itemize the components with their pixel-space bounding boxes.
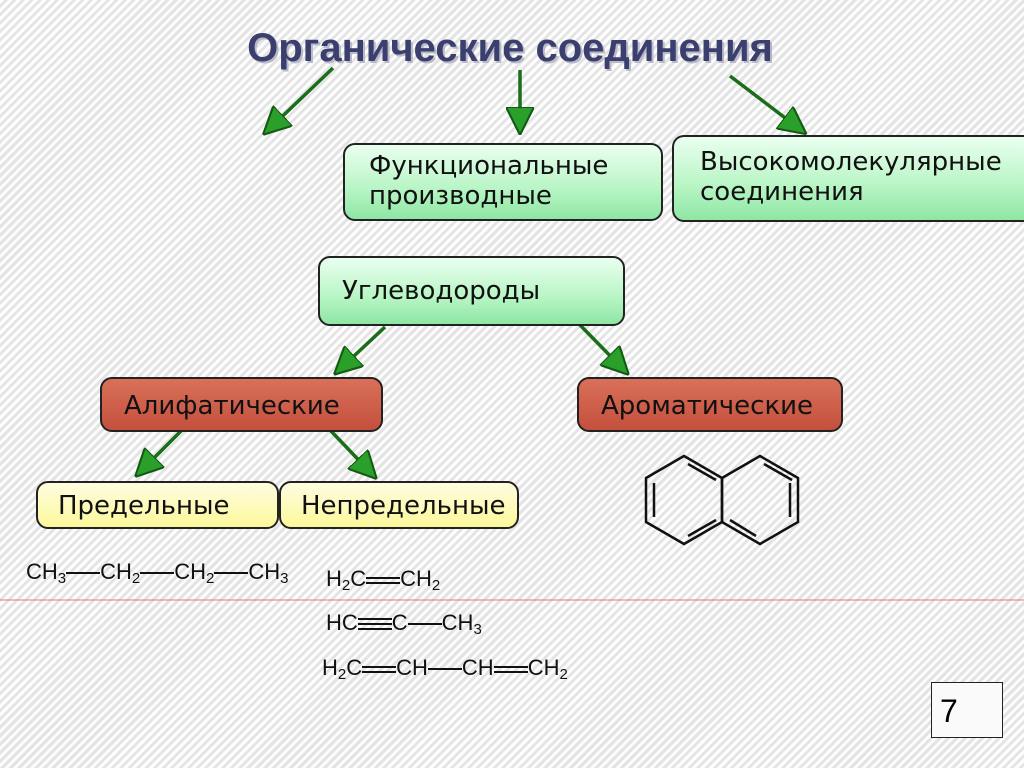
propyne-formula: HC C CH3 <box>326 610 482 638</box>
single-bond <box>214 566 249 580</box>
formula-subscript: 2 <box>206 570 215 587</box>
formula-subscript: 2 <box>131 570 141 587</box>
formula-subscript: 3 <box>473 621 482 638</box>
functional-label-line2: производные <box>369 181 552 211</box>
formula-atom: C <box>346 655 363 680</box>
macro-label-line1: Высокомолекулярные <box>700 147 1002 177</box>
arrow-to-macro <box>728 74 801 130</box>
single-bond <box>66 566 101 580</box>
hydrocarbons-box: Углеводороды <box>318 256 625 326</box>
single-bond <box>140 566 175 580</box>
double-bond <box>366 573 401 587</box>
double-bond <box>493 662 528 676</box>
triple-bond <box>357 617 392 631</box>
formula-subscript: 2 <box>337 666 347 683</box>
arrow-to-aromatic <box>578 323 624 370</box>
formula-atom: CH <box>527 655 560 680</box>
page-number: 7 <box>931 682 1003 738</box>
formula-atom: CH <box>400 566 432 591</box>
formula-atom: CH <box>248 559 281 584</box>
hydrocarbons-label: Углеводороды <box>342 276 541 306</box>
aliphatic-box: Алифатические <box>100 377 383 432</box>
formula-atom: C <box>391 610 408 635</box>
double-bond <box>362 662 397 676</box>
aromatic-box: Ароматические <box>577 377 843 432</box>
formula-atom: CH <box>441 610 474 635</box>
arrow-to-saturated <box>140 428 184 472</box>
formula-atom: H <box>322 655 338 680</box>
formula-subscript: 3 <box>57 570 67 587</box>
saturated-label: Предельные <box>58 491 230 521</box>
arrow-to-unsaturated <box>328 428 372 474</box>
formula-atom: CH <box>461 655 494 680</box>
saturated-box: Предельные <box>36 481 279 529</box>
single-bond <box>427 662 462 676</box>
formula-subscript: 2 <box>341 577 351 594</box>
formula-subscript: 2 <box>431 577 441 594</box>
formula-atom: CH <box>100 559 132 584</box>
formula-atom: HC <box>326 610 358 635</box>
aromatic-label: Ароматические <box>601 391 814 421</box>
functional-derivatives-box: Функциональные производные <box>343 143 663 221</box>
formula-atom: C <box>350 566 367 591</box>
unsaturated-box: Непредельные <box>279 481 519 529</box>
functional-label-line1: Функциональные <box>369 151 609 181</box>
slide-title: Органические соединения <box>247 26 773 70</box>
unsaturated-label: Непредельные <box>301 491 506 521</box>
aliphatic-label: Алифатические <box>124 391 340 421</box>
macromolecular-box: Высокомолекулярные соединения <box>672 135 1024 222</box>
formula-atom: CH <box>174 559 207 584</box>
formula-subscript: 3 <box>280 570 289 587</box>
formula-atom: CH <box>396 655 428 680</box>
single-bond <box>407 617 442 631</box>
macro-label-line2: соединения <box>700 177 864 207</box>
arrow-to-aliphatic <box>339 325 387 370</box>
formula-atom: CH <box>26 559 58 584</box>
arrow-to-left-branch <box>268 66 335 130</box>
formula-subscript: 2 <box>559 666 568 683</box>
naphthalene-structure <box>644 454 800 546</box>
formula-atom: H <box>326 566 342 591</box>
